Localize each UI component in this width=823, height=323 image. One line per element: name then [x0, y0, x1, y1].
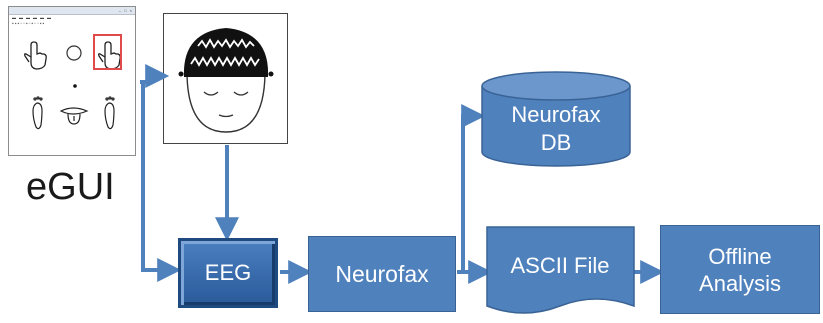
- selected-target-highlight: [93, 34, 122, 70]
- egui-symbols: [24, 41, 121, 130]
- left-foot-icon: [32, 96, 43, 130]
- fixation-dot-icon: [73, 84, 77, 88]
- egui-menubar: ▬▬▬▬▬▬: [12, 15, 51, 20]
- neurofax-db-node: Neurofax DB: [481, 71, 631, 167]
- eeg-node: EEG: [178, 238, 278, 308]
- tongue-icon: [59, 107, 89, 125]
- offline-label-line1: Offline: [708, 243, 772, 269]
- offline-analysis-node: Offline Analysis: [660, 225, 820, 314]
- head-with-eeg-cap-icon: [178, 28, 274, 133]
- arrow-egui-to-subject: [140, 64, 170, 88]
- arrow-egui-to-eeg: [141, 82, 182, 282]
- egui-toolbar: ▪▪▪▫▫▪▫▪▫▫▪▪: [12, 21, 46, 27]
- ascii-file-label: ASCII File: [510, 253, 609, 278]
- db-label-line2: DB: [541, 130, 572, 155]
- right-foot-icon: [104, 96, 115, 130]
- egui-window: – □ × ▬▬▬▬▬▬ ▪▪▪▫▫▪▫▪▫▫▪▪: [8, 6, 136, 156]
- window-buttons-icon: – □ ×: [118, 8, 133, 13]
- offline-label-line2: Analysis: [699, 270, 781, 296]
- eeg-subject-box: [163, 13, 288, 144]
- circle-icon: [66, 45, 82, 61]
- left-hand-icon: [24, 41, 47, 70]
- ascii-file-node: ASCII File: [486, 226, 635, 314]
- egui-titlebar: – □ ×: [9, 7, 135, 15]
- neurofax-node: Neurofax: [308, 236, 456, 312]
- egui-label: eGUI: [26, 166, 115, 208]
- arrow-neurofax-to-db: [457, 104, 486, 274]
- db-label-line1: Neurofax: [511, 102, 600, 127]
